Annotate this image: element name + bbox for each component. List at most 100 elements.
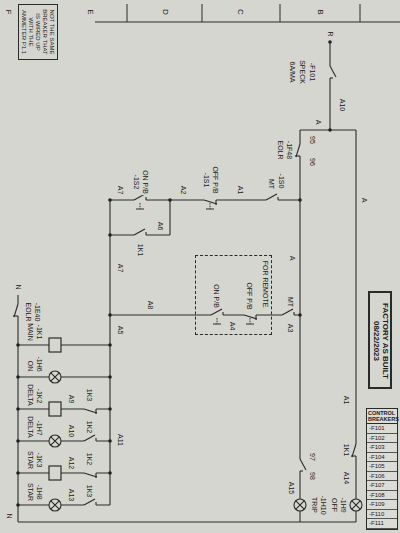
wire-label: MT	[268, 178, 275, 190]
coil-symbol	[49, 338, 61, 352]
as-built-stamp-text: FACTORY AS BUILT08/22/2023	[370, 293, 392, 389]
lamp-symbol	[294, 499, 306, 511]
coil-symbol	[49, 338, 61, 480]
title-frame	[280, 4, 281, 22]
wire-label: A5	[117, 325, 124, 336]
junction-dot	[108, 198, 112, 202]
grid-letter: E	[86, 8, 94, 15]
table-cell: -F104	[367, 453, 397, 463]
contact-symbol	[213, 318, 221, 324]
wire-label: -F101	[309, 62, 316, 82]
breaker-table: CONTROL BREAKERS-F101-F102-F103-F104-F10…	[366, 408, 398, 530]
wire-label: A	[315, 119, 322, 126]
wire	[329, 42, 330, 130]
wire-label: MT	[287, 296, 294, 308]
coil-symbol	[49, 466, 61, 480]
contact-symbol	[282, 309, 294, 318]
junction-dot	[16, 503, 20, 507]
wire-label: A6	[157, 221, 164, 232]
wire-label: -1S1	[203, 172, 210, 189]
contact-symbol	[206, 203, 214, 209]
remote-box: FOR REMOTE	[195, 255, 272, 335]
junction-dot	[108, 343, 112, 347]
wire-label: 1K1	[343, 443, 350, 457]
wire-label: A1	[237, 185, 244, 196]
lamp-symbol	[49, 499, 61, 511]
wire-label: N	[6, 512, 13, 519]
contact-symbol	[13, 304, 21, 317]
wire-label: -1H10	[320, 494, 327, 515]
wire-label: EOLR	[277, 139, 284, 160]
title-frame	[127, 4, 128, 22]
contact-symbol	[84, 407, 97, 415]
junction-dot	[328, 128, 332, 132]
wire-label: -1H6	[36, 355, 43, 372]
wire-label: A13	[68, 488, 75, 502]
wire-label: -1F48	[286, 140, 293, 160]
wire-label: A8	[147, 300, 154, 311]
wire-label: A3	[287, 323, 294, 334]
node-text: FACTORY AS BUILT	[381, 295, 390, 387]
wire-label: -1H9	[340, 496, 347, 513]
wire-label: -1K1	[36, 324, 43, 341]
wire	[109, 200, 110, 505]
wire-label: R	[327, 30, 334, 37]
wire	[18, 344, 110, 345]
wire-label: 6A/MA	[289, 60, 296, 83]
junction-dot	[16, 407, 20, 411]
wire-label: A11	[117, 433, 124, 447]
table-cell: -F107	[367, 481, 397, 491]
wire-label: STAR	[27, 450, 34, 470]
wire-label: A7	[117, 263, 124, 274]
wire-label: A	[361, 197, 368, 204]
note-box: NOT THE SAME BREAKER THAT IS WIRED UP WI…	[18, 4, 58, 60]
wire-label: -1K2	[36, 388, 43, 405]
contact-symbol	[84, 499, 96, 508]
wire-label: 95	[309, 135, 316, 145]
junction-dot	[108, 471, 112, 475]
wire-label: -1S0	[278, 173, 285, 190]
wire-label: EOLR	[25, 301, 32, 322]
wire-label: A10	[339, 98, 346, 112]
wire	[18, 42, 356, 522]
table-cell: -F102	[367, 434, 397, 444]
wire-label: ON P/B	[142, 169, 149, 195]
wire-label: A7	[117, 185, 124, 196]
wire-label: A	[289, 255, 296, 262]
wire-label: A15	[288, 481, 295, 495]
lamp-symbol	[49, 435, 61, 447]
contact-symbol	[13, 66, 359, 508]
wire-label: 98	[309, 471, 316, 481]
table-cell: -F111	[367, 519, 397, 529]
wire-label: 96	[309, 157, 316, 167]
contact-symbol	[328, 66, 337, 78]
wire-label: A9	[68, 394, 75, 405]
node-text: NOT THE SAME BREAKER THAT IS WIRED UP WI…	[21, 7, 55, 57]
wire	[300, 129, 356, 130]
contact-symbol	[295, 144, 303, 157]
table-cell: -F101	[367, 424, 397, 434]
junction-dot	[16, 439, 20, 443]
wire-label: N	[15, 283, 22, 290]
junction-dot	[108, 407, 112, 411]
wire-label: ON	[27, 360, 34, 373]
contact-symbol	[136, 203, 144, 209]
title-frame	[360, 4, 361, 22]
junction-dot	[108, 233, 112, 237]
junction-dot	[108, 375, 112, 379]
coil-symbol	[49, 402, 61, 416]
wire-label: -1K3	[36, 452, 43, 469]
wire-label: 1K3	[86, 484, 93, 498]
contact-symbol	[266, 194, 278, 203]
wire-label: A10	[68, 424, 75, 438]
wire-label: OFF P/B	[246, 281, 253, 310]
grid-letter: D	[161, 8, 169, 16]
title-frame	[202, 4, 203, 22]
wire-label: A2	[180, 185, 187, 196]
junction-dot	[328, 40, 332, 44]
table-cell: -F105	[367, 462, 397, 472]
as-built-stamp: FACTORY AS BUILT08/22/2023	[368, 291, 392, 389]
grid-letter: C	[236, 8, 244, 16]
wire-label: 1K1	[137, 243, 144, 257]
